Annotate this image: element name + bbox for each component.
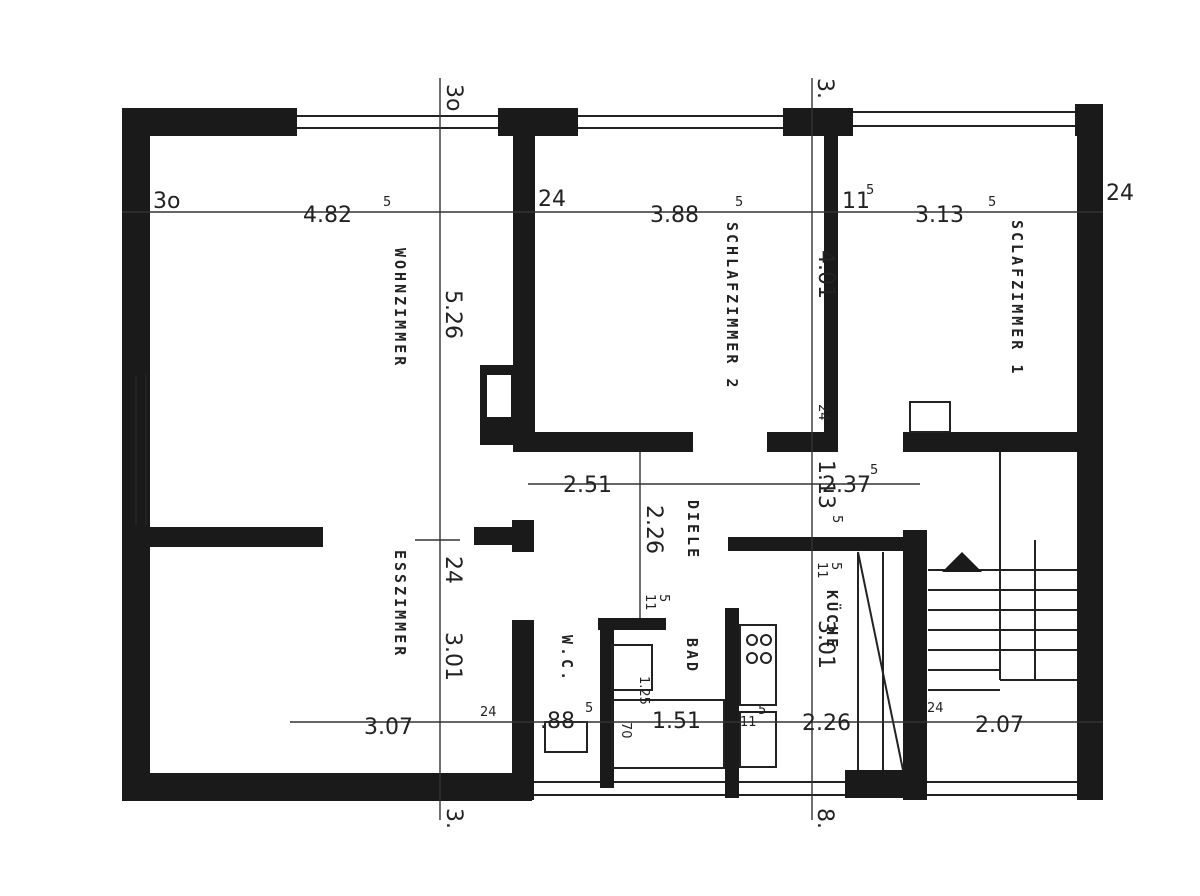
dim-vertical-24-left: 24 (440, 556, 465, 584)
interior-walls (148, 130, 1078, 800)
dim-bot-115-sup: 5 (758, 703, 766, 718)
dim-mid-2375: 2.37 (822, 473, 871, 498)
dim-vertical-526: 5.26 (440, 290, 465, 339)
dim-bad-70: 70 (618, 722, 633, 739)
dim-bot-307: 3.07 (364, 715, 413, 740)
room-label-wohnzimmer: WOHNZIMMER (391, 248, 409, 368)
axis-marker-top-left: 3o (441, 84, 466, 111)
staircase (928, 452, 1077, 691)
dim-vertical-24-mid: 24 (815, 404, 830, 421)
dim-vertical-226: 2.26 (641, 505, 666, 554)
dim-bad-125: 1.25 (636, 676, 651, 705)
dim-top-313-sup: 5 (988, 195, 996, 210)
dim-vertical-115a: 11 (814, 562, 829, 579)
dim-top-115-sup: 5 (866, 183, 874, 198)
dim-top-30: 3o (153, 189, 180, 214)
dim-top-388: 3.88 (650, 203, 699, 228)
dim-vertical-301-right: 3.01 (813, 620, 838, 669)
dim-vertical-401: 4.01 (813, 250, 838, 299)
dim-bot-151: 1.51 (652, 709, 701, 734)
dim-bot-885-sup: 5 (585, 701, 593, 716)
room-label-schlafzimmer-2: SCHLAFZIMMER 2 (723, 222, 741, 390)
dim-top-482: 4.82 (303, 203, 352, 228)
room-label-diele: DIELE (684, 500, 702, 560)
dim-bot-207: 2.07 (975, 713, 1024, 738)
dim-mid-113-sup: 5 (829, 515, 844, 523)
dimension-lines (122, 78, 1103, 820)
dim-bot-24a: 24 (480, 705, 497, 720)
dim-vertical-301-left: 3.01 (440, 632, 465, 681)
dim-bot-115: 11 (740, 715, 757, 730)
axis-marker-bottom-right: 8. (812, 808, 837, 829)
axis-marker-bottom-left: 3. (441, 808, 466, 829)
room-label-schlafzimmer-1: SCLAFZIMMER 1 (1008, 220, 1026, 376)
room-label-kueche: KÜCHE (823, 590, 842, 650)
dim-top-115: 11 (842, 189, 870, 214)
dim-vertical-115b-sup: 5 (656, 594, 671, 602)
dim-top-388-sup: 5 (735, 195, 743, 210)
dim-bot-226: 2.26 (802, 711, 851, 736)
axis-marker-top-right: 3. (812, 78, 837, 99)
room-label-wc: W.C. (558, 635, 576, 683)
dim-top-482-sup: 5 (383, 195, 391, 210)
room-label-bad: BAD (683, 638, 701, 674)
dim-top-313: 3.13 (915, 203, 964, 228)
dim-bot-885: .88 (540, 709, 575, 734)
dim-top-24a: 24 (538, 187, 566, 212)
dim-mid-113: 1.13 (813, 460, 838, 509)
dimension-labels: 3o 4.82 5 24 3.88 5 11 5 3.13 5 24 3o 3.… (153, 78, 1134, 829)
room-label-esszimmer: ESSZIMMER (391, 550, 409, 658)
dim-vertical-115a-sup: 5 (828, 562, 843, 570)
dim-top-24b: 24 (1106, 181, 1134, 206)
dim-mid-251: 2.51 (563, 473, 612, 498)
dim-vertical-115b: 11 (642, 594, 657, 611)
exterior-walls (122, 104, 1103, 801)
dim-mid-2375-sup: 5 (870, 463, 878, 478)
dim-bot-24b: 24 (927, 701, 944, 716)
room-labels: WOHNZIMMER ESSZIMMER SCHLAFZIMMER 2 SCLA… (391, 220, 1026, 683)
windows (135, 111, 1077, 796)
